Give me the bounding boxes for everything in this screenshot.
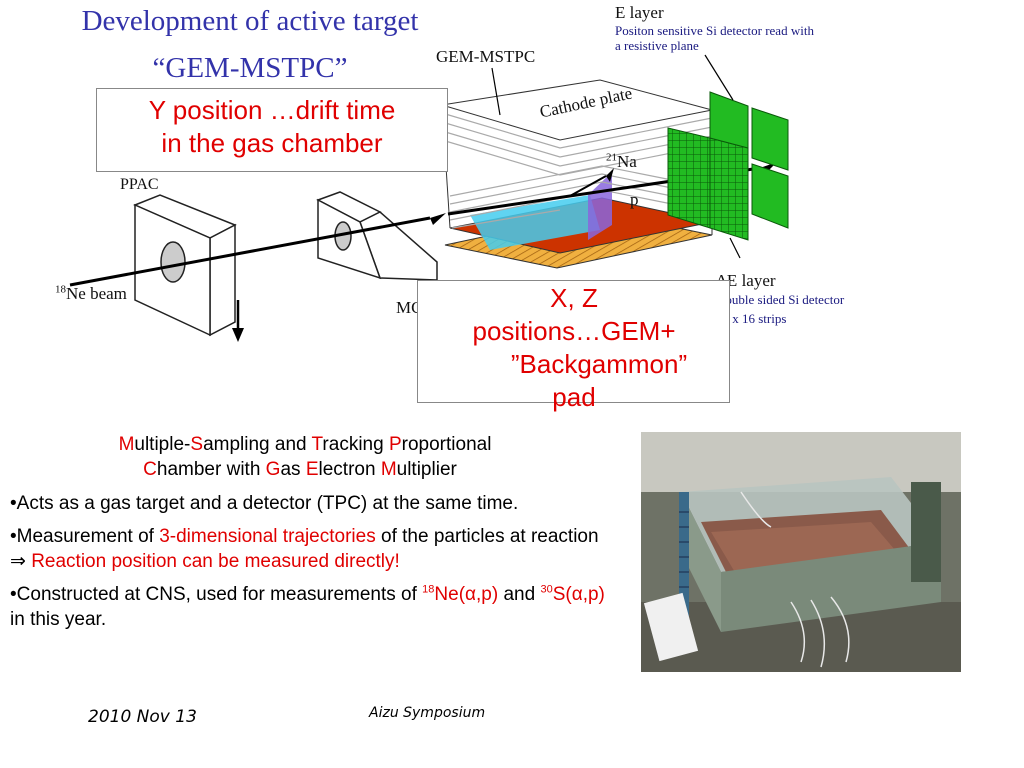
acronym-text: racking [322,434,389,455]
bullet-3-superscript: 30 [540,583,553,596]
e-layer-title: E layer [615,3,664,22]
acronym-m: M [118,434,135,455]
y-position-line-2: in the gas chamber [161,128,383,158]
e-layer-detector [667,91,789,241]
acronym-line-2: Chamber with Gas Electron Multiplier [20,457,590,482]
acronym-m: M [380,459,397,480]
ppac-label: PPAC [120,176,159,193]
bullet-3-superscript: 18 [422,583,435,596]
acronym-c: C [143,459,157,480]
gem-mstpc-diagram [69,54,789,342]
p-label: p [630,190,639,209]
beam-line [69,216,431,287]
acronym-line-1: Multiple-Sampling and Tracking Proportio… [20,432,590,457]
e-layer-desc-1: Positon sensitive Si detector read with [615,23,814,38]
bullet-2-highlight: Reaction position can be measured direct… [31,551,400,572]
bullet-list: •Acts as a gas target and a detector (TP… [10,491,608,632]
acronym-text: roportional [401,434,492,455]
acronym-g: G [265,459,281,480]
delta-e-layer-desc-2: 16 x 16 strips [716,311,787,326]
xz-line-1: X, Z [550,283,598,313]
acronym-expansion: Multiple-Sampling and Tracking Proportio… [20,432,590,482]
y-position-box: Y position …drift time in the gas chambe… [96,88,448,172]
e-layer-label: E layer Positon sensitive Si detector re… [615,3,875,53]
y-position-line-1: Y position …drift time [148,95,396,125]
acronym-text: hamber with [156,459,266,480]
bullet-1: •Acts as a gas target and a detector (TP… [10,493,519,514]
acronym-text: ampling and [203,434,312,455]
acronym-t: T [311,434,323,455]
ppac-detector [133,194,237,337]
xz-line-4: pad [552,382,596,412]
bullet-2: •Measurement of 3-dimensional trajectori… [10,524,608,574]
xz-line-3: ”Backgammon” [510,349,688,379]
bullet-3-text: •Constructed at CNS, used for measuremen… [10,584,423,605]
xz-line-2: positions…GEM+ [472,316,676,346]
bullet-3-text: in this year. [10,609,107,630]
title-line-1: Development of active target [81,5,419,37]
ne-superscript: 18 [55,283,66,296]
e-layer-desc-2: a resistive plane [615,38,699,53]
device-photo [641,432,961,672]
acronym-text: ultiple- [134,434,191,455]
acronym-text: ultiplier [396,459,457,480]
na-text: Na [617,152,637,171]
bullet-2-highlight: 3-dimensional trajectories [159,526,376,547]
bullet-3-reaction: Ne(α,p) [434,584,499,605]
na-label: 21Na [606,152,637,172]
title-line-2: “GEM-MSTPC” [152,52,348,84]
footer-venue: Aizu Symposium [369,705,486,721]
ne-beam-text: Ne beam [66,284,127,303]
acronym-p: P [388,434,402,455]
gem-mstpc-label: GEM-MSTPC [436,47,536,66]
acronym-e: E [305,459,319,480]
na-superscript: 21 [606,151,617,164]
bullet-3: •Constructed at CNS, used for measuremen… [10,582,608,632]
bullet-2-text: of the particles at reaction ⇒ [10,526,599,572]
bullet-3-reaction: S(α,p) [552,584,605,605]
delta-e-layer-desc-1: Double sided Si detector [716,292,845,307]
xz-position-box [417,280,730,403]
xz-position-text: X, Z positions…GEM+ ”Backgammon” pad [417,282,731,414]
delta-e-layer-label: ΔE layer Double sided Si detector 16 x 1… [716,271,886,330]
footer-date: 2010 Nov 13 [88,707,197,727]
ne-beam-label: 18Ne beam [55,284,127,304]
page-title: Development of active target “GEM-MSTPC” [40,4,460,85]
y-position-text: Y position …drift time in the gas chambe… [97,89,447,160]
bullet-3-text: and [498,584,541,605]
tpc-chamber [441,79,713,269]
acronym-text: as [280,459,306,480]
acronym-s: S [190,434,204,455]
acronym-text: lectron [318,459,381,480]
delta-e-layer-title: ΔE layer [716,271,776,290]
bullet-2-text: •Measurement of [10,526,160,547]
